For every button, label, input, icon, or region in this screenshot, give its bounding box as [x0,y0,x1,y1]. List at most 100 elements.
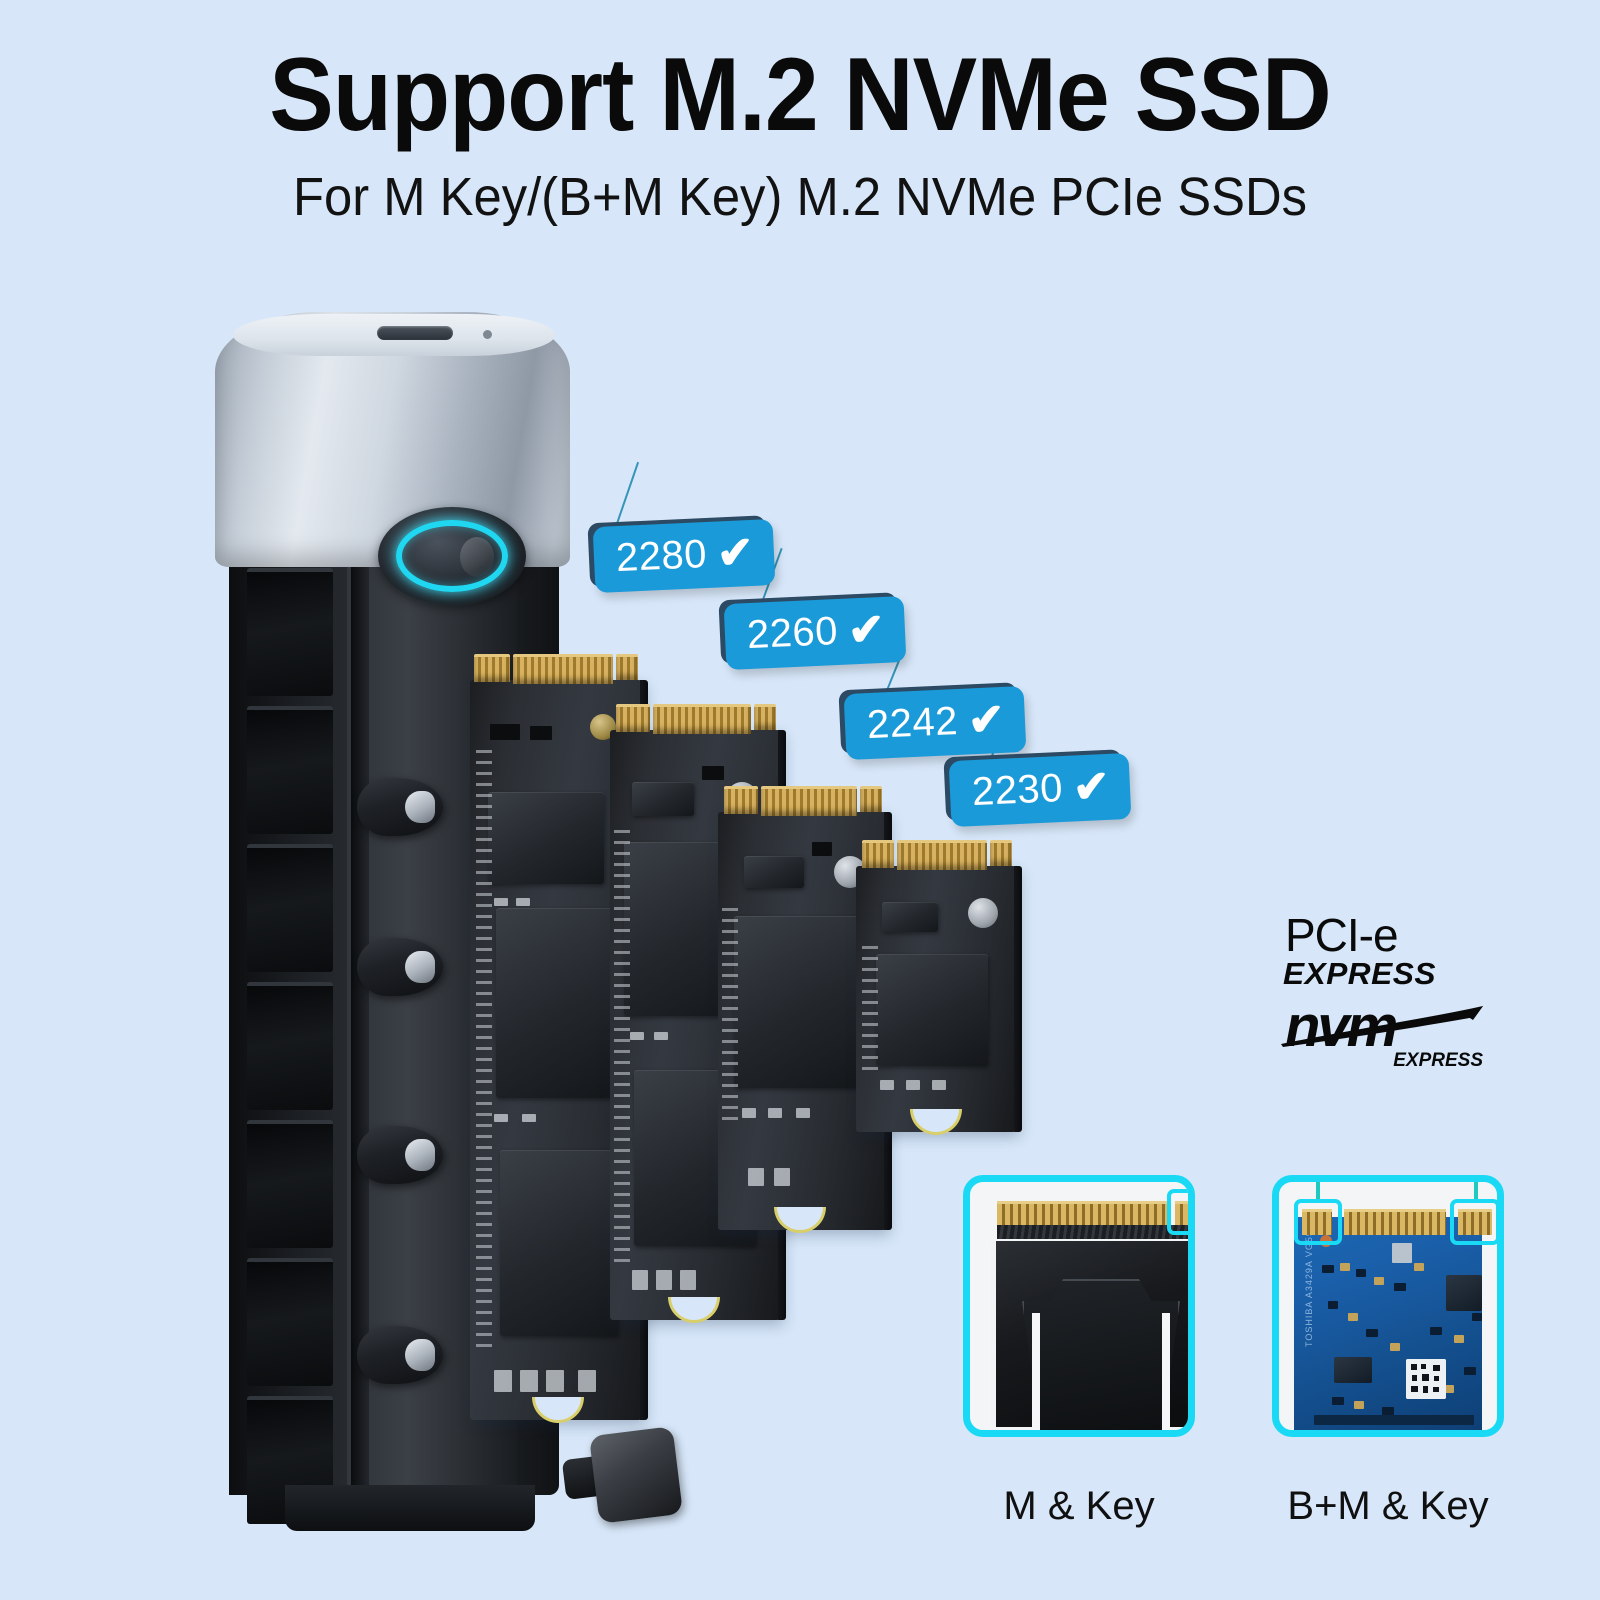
ssd-label-graphic [1022,1279,1180,1430]
ssd-pcb-blue: TOSHIBA A3429A VG5969 [1294,1217,1482,1430]
key-card-caption-b-plus-m-key: B+M & Key [1287,1484,1489,1528]
pcb-smd [1382,1407,1394,1415]
ssd-smd [656,1270,672,1290]
enclosure-aluminum-cap [215,312,570,605]
check-icon: ✔ [966,694,1007,746]
key-card-m-key [963,1175,1195,1437]
gold-contact-pad-b-notch [1302,1209,1332,1235]
size-badge-label: 2242 [866,698,959,748]
gold-contact-pad [761,786,857,816]
cap-screw-dot-icon [483,330,492,339]
ssd-smd [906,1080,920,1090]
ssd-smd [522,1114,536,1122]
ssd-traces [614,830,630,1270]
pcb-smd [1332,1397,1344,1405]
size-badge-2242[interactable]: 2242✔ [843,685,1027,761]
ssd-edge-connector [474,654,638,684]
m-key-notch-highlight [1167,1189,1188,1235]
ssd-smd [654,1032,668,1040]
page-subtitle: For M Key/(B+M Key) M.2 NVMe PCIe SSDs [292,167,1307,227]
pcb-bottom-pads [1314,1415,1474,1425]
b-plus-m-key-ssd-illustration: TOSHIBA A3429A VG5969 [1288,1182,1497,1430]
check-icon: ✔ [846,604,887,656]
led-ring-indicator-icon [378,507,526,605]
thumbscrew [560,1425,684,1525]
enclosure-cap-top [233,314,555,356]
ssd-edge-connector [616,704,778,734]
m-key-notch-leader [1474,1182,1478,1199]
ssd-edge-strip [997,1225,1188,1239]
gold-contact-pad [862,840,894,868]
enclosure-foot [285,1485,535,1531]
ssd-smd [774,1168,790,1186]
pcb-smd [1444,1385,1454,1393]
gold-contact-pad [653,704,751,734]
m-key-notch-highlight [1450,1199,1497,1245]
gold-contact-pad [897,840,987,870]
pcb-smd [1430,1327,1442,1335]
ssd-edge-connector [862,840,1014,870]
pcb-smd [1414,1263,1424,1271]
ssd-smd [796,1108,810,1118]
pcb-chip [1334,1357,1372,1383]
pcie-nvme-logo: PCI-e EXPRESS nvm EXPRESS [1281,912,1485,1072]
ssd-smd [932,1080,946,1090]
ssd-smd [494,1114,508,1122]
ssd-smd [680,1270,696,1290]
m-key-ssd-illustration [979,1189,1188,1430]
gold-contact-pad [754,704,776,730]
usb-c-port-icon [377,326,453,340]
enclosure-fin [247,568,333,696]
ssd-smd [520,1370,538,1392]
ssd-smd [516,898,530,906]
ssd-smd [494,1370,512,1392]
ssd-smd [748,1168,764,1186]
enclosure-mount-stud [357,938,443,996]
ssd-smd [494,898,508,906]
enclosure-fin [247,706,333,834]
size-badge-label: 2280 [615,531,708,581]
ssd-controller-chip [882,902,938,932]
ssd-controller-chip [632,782,694,816]
ssd-smd [768,1108,782,1118]
thumbscrew-head [588,1426,684,1524]
ssd-label-line [1162,1313,1170,1430]
enclosure-fin [247,1258,333,1386]
pcb-smd [1374,1277,1384,1285]
pcb-smd [1454,1335,1464,1343]
ssd-nand-chip [734,916,858,1088]
check-icon: ✔ [1071,761,1112,813]
pcb-datamatrix-code [1406,1359,1446,1399]
ssd-smd [702,766,724,780]
ssd-smd [490,724,520,740]
pcb-smd [1472,1313,1482,1321]
nvme-swoosh-icon [1281,1006,1483,1047]
size-badge-2260[interactable]: 2260✔ [723,595,907,671]
gold-contact-pad [513,654,613,684]
pcb-smd [1354,1401,1364,1409]
key-card-caption-m-key: M & Key [1003,1484,1155,1528]
enclosure-fin [247,1120,333,1248]
pcb-inductor [1392,1243,1412,1263]
ssd-traces [476,750,492,1350]
ssd-traces [862,946,878,1076]
size-badge-label: 2230 [971,765,1064,815]
ssd-smd [578,1370,596,1392]
ssd-smd [630,1032,644,1040]
b-key-notch-leader [1316,1182,1320,1199]
check-icon: ✔ [715,527,756,579]
ssd-smd [546,1370,564,1392]
pcb-smd [1348,1313,1358,1321]
ssd-nand-chip [500,1150,618,1336]
ssd-smd [812,842,832,856]
gold-contact-pad [724,786,758,814]
gold-contact-pad [860,786,882,812]
ssd-nand-chip [876,954,988,1066]
size-badge-2230[interactable]: 2230✔ [948,752,1132,828]
size-badge-2280[interactable]: 2280✔ [592,518,776,594]
enclosure-fin-strip [247,568,333,1524]
pcb-smd [1322,1265,1334,1273]
enclosure-fin [247,982,333,1110]
led-gloss [460,537,494,577]
